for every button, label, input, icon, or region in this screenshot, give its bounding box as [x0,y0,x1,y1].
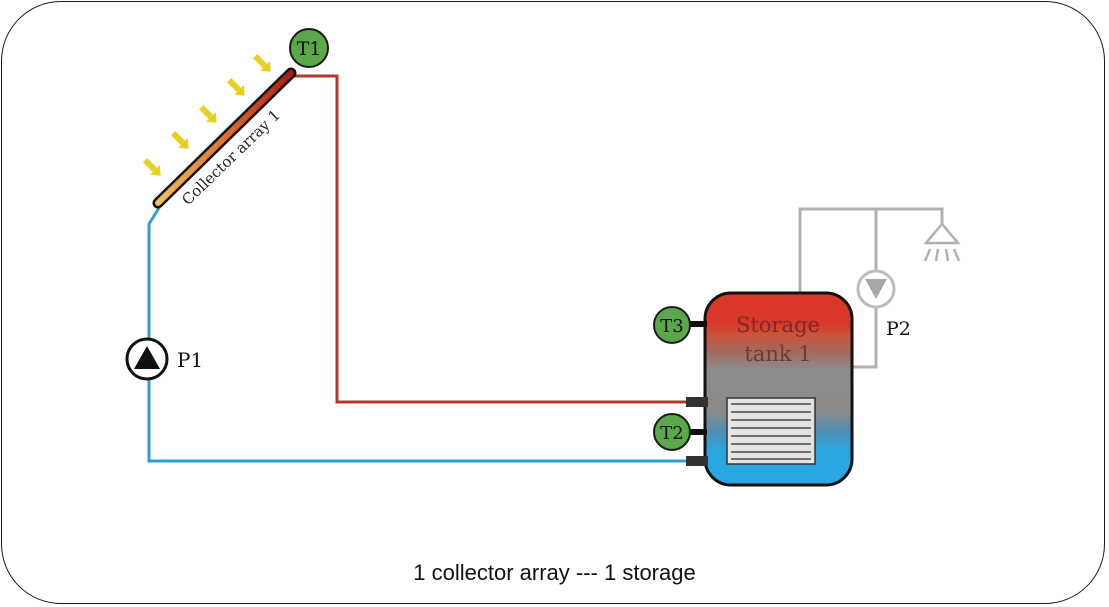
temperature-sensor-icon [653,413,691,451]
sensor-t1-label: T1 [297,38,322,60]
hot-flow-pipe [294,74,705,404]
sensor-t3-label: T3 [660,316,683,337]
pump-icon [856,269,896,309]
sun-ray-arrow-icon [142,157,161,176]
pump-p1[interactable]: P1 [125,337,203,381]
sun-rays [142,53,271,176]
sensor-t2-label: T2 [660,423,683,444]
heat-exchanger-coil [726,397,816,465]
pump-p2-label: P2 [886,318,911,340]
cold-return-pipe [147,202,705,463]
temperature-sensor-icon [653,306,691,344]
sun-ray-arrow-icon [252,53,271,72]
pump-p2[interactable]: P2 [856,269,911,340]
hot-water-pipes [798,207,944,369]
sensor-t2: T2 [653,413,707,451]
coil-inlet-connector [686,397,708,407]
storage-tank: Storage tank 1 [686,291,854,487]
sun-ray-arrow-icon [226,77,245,96]
diagram-caption: 1 collector array --- 1 storage [413,560,696,585]
shower-head-icon [923,222,961,262]
sun-ray-arrow-icon [170,130,189,149]
tank-label-line1: Storage [736,313,820,337]
sun-ray-arrow-icon [198,104,217,123]
pump-icon [125,337,169,381]
pump-p1-label: P1 [177,348,203,372]
coil-outlet-connector [686,456,708,466]
sensor-t3: T3 [653,306,707,344]
temperature-sensor-icon [289,28,329,68]
sensor-t1: T1 [289,28,329,68]
collector-label: Collector array 1 [178,106,284,209]
tank-label-line2: tank 1 [744,342,811,366]
